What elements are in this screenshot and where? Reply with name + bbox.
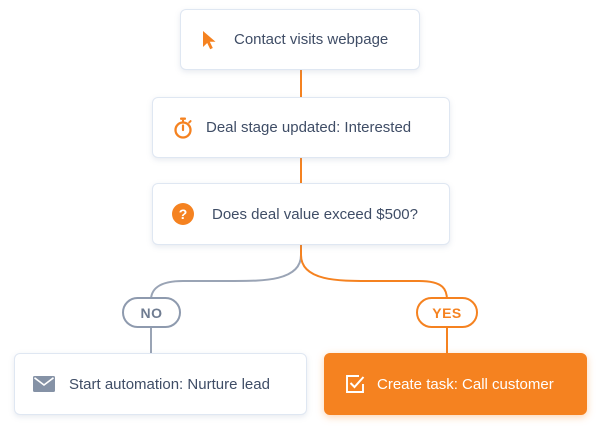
checkbox-icon xyxy=(345,374,365,394)
step-deal-stage-updated[interactable]: Deal stage updated: Interested xyxy=(152,97,450,158)
branch-no-badge: NO xyxy=(122,297,181,328)
step-deal-value-decision[interactable]: ? Does deal value exceed $500? xyxy=(152,183,450,245)
connector-yes-branch xyxy=(300,245,448,301)
action-create-task[interactable]: Create task: Call customer xyxy=(324,353,587,415)
action-label: Start automation: Nurture lead xyxy=(69,375,270,393)
action-label: Create task: Call customer xyxy=(377,375,554,393)
connector-no-branch xyxy=(150,245,302,301)
stopwatch-icon xyxy=(173,117,193,139)
step-label: Does deal value exceed $500? xyxy=(212,205,418,223)
branch-yes-badge: YES xyxy=(416,297,478,328)
action-start-automation[interactable]: Start automation: Nurture lead xyxy=(14,353,307,415)
question-icon: ? xyxy=(172,203,194,225)
step-label: Deal stage updated: Interested xyxy=(206,119,412,136)
cursor-arrow-icon xyxy=(202,30,218,50)
step-label: Contact visits webpage xyxy=(234,31,389,48)
envelope-icon xyxy=(33,376,55,392)
step-contact-visits-webpage[interactable]: Contact visits webpage xyxy=(180,9,420,70)
